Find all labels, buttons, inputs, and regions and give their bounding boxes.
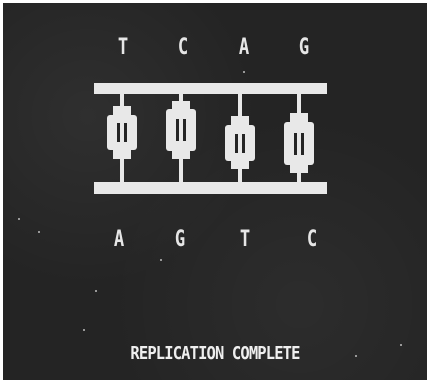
status-message: REPLICATION COMPLETE — [33, 343, 398, 364]
noise-speck — [355, 355, 357, 357]
base-pair-2 — [166, 94, 196, 182]
noise-speck — [83, 329, 85, 331]
bottom-backbone — [94, 182, 327, 194]
noise-speck — [95, 290, 97, 292]
top-backbone — [94, 83, 327, 94]
base-pair-3 — [225, 94, 255, 182]
noise-speck — [243, 71, 245, 73]
base-pair-4 — [284, 94, 314, 182]
bottom-base-1: A — [110, 228, 129, 252]
noise-speck — [18, 218, 20, 220]
base-pair-1 — [107, 94, 137, 182]
dna-ladder — [3, 3, 427, 380]
bottom-base-4: C — [303, 228, 322, 252]
bottom-base-2: G — [171, 228, 190, 252]
noise-speck — [160, 259, 162, 261]
screen: T C A G — [3, 3, 427, 380]
bottom-base-3: T — [236, 228, 255, 252]
noise-speck — [400, 344, 402, 346]
noise-speck — [38, 231, 40, 233]
